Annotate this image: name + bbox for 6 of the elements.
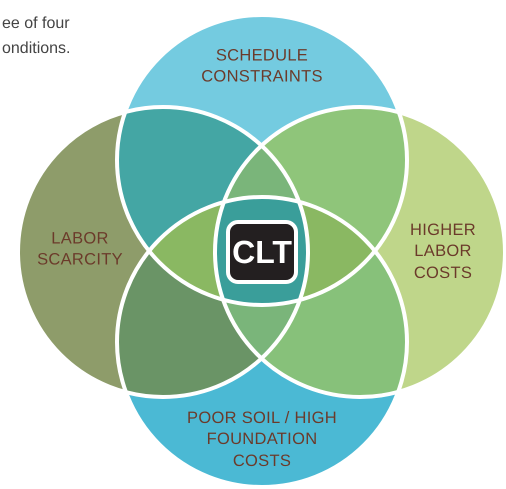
circle-label: HIGHER LABOR COSTS	[393, 220, 493, 284]
note-text: ee of four onditions.	[2, 14, 72, 59]
circle-label: LABOR SCARCITY	[25, 228, 135, 272]
center-box: CLT	[226, 220, 298, 284]
circle-label: POOR SOIL / HIGH FOUNDATION COSTS	[180, 408, 344, 472]
circle-label: SCHEDULE CONSTRAINTS	[177, 46, 347, 88]
